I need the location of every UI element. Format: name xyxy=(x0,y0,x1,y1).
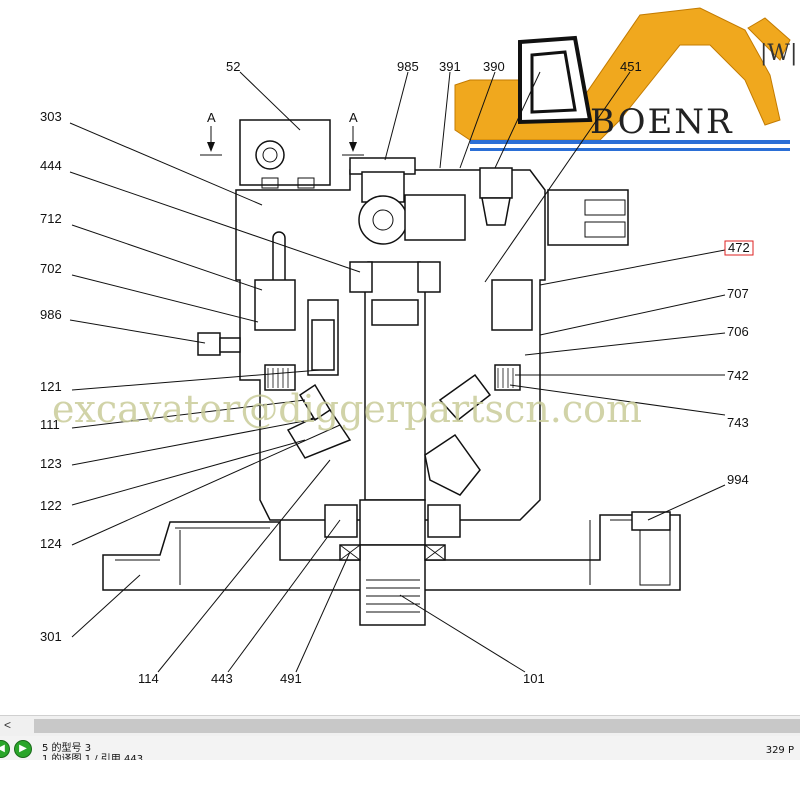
leader-lines xyxy=(69,71,726,673)
horizontal-scrollbar[interactable]: < xyxy=(0,715,800,736)
status-page-indicator: 329 P xyxy=(765,745,794,756)
callout-122: 122 xyxy=(40,498,62,513)
callout-712: 712 xyxy=(40,211,62,226)
callout-391: 391 xyxy=(439,59,461,74)
callout-491: 491 xyxy=(280,671,302,686)
exploded-parts-diagram: BOENR |W| A A xyxy=(40,7,797,686)
callout-986: 986 xyxy=(40,307,62,322)
callout-121: 121 xyxy=(40,379,62,394)
callout-114: 114 xyxy=(138,671,159,686)
callout-303: 303 xyxy=(40,109,62,124)
callout-301: 301 xyxy=(40,629,62,644)
section-marker-right: A xyxy=(342,110,364,156)
callout-101: 101 xyxy=(523,671,545,686)
callout-706: 706 xyxy=(727,324,749,339)
callout-123: 123 xyxy=(40,456,62,471)
callout-451: 451 xyxy=(620,59,642,74)
svg-text:|W|: |W| xyxy=(760,41,797,66)
callout-124: 124 xyxy=(40,536,62,551)
section-marker-left: A xyxy=(200,110,222,156)
callout-444: 444 xyxy=(40,158,62,173)
brand-logo: BOENR |W| xyxy=(454,7,797,151)
callout-472: 472 xyxy=(728,240,750,255)
callout-985: 985 xyxy=(397,59,419,74)
callout-742: 742 xyxy=(727,368,749,383)
brand-text: BOENR xyxy=(590,102,734,142)
motor-housing xyxy=(102,119,681,626)
callout-labels: 52 985 391 390 451 303 444 712 702 986 1… xyxy=(40,59,754,686)
callout-702: 702 xyxy=(40,261,62,276)
svg-text:A: A xyxy=(349,110,358,125)
callout-52: 52 xyxy=(226,59,240,74)
callout-390: 390 xyxy=(483,59,505,74)
watermark-text: excavator@diggerpartscn.com xyxy=(52,387,642,431)
status-bar: ◀ ▶ 5 的型号 3 1 的译图 1 / 引用 443 329 P xyxy=(0,736,800,760)
status-reference-text: 1 的译图 1 / 引用 443 xyxy=(42,754,144,760)
nav-back-icon[interactable]: ◀ xyxy=(0,740,10,758)
scroll-left-arrow-icon[interactable]: < xyxy=(4,718,12,732)
nav-forward-icon[interactable]: ▶ xyxy=(14,740,32,758)
callout-743: 743 xyxy=(727,415,749,430)
svg-text:A: A xyxy=(207,110,216,125)
status-model-text: 5 的型号 3 xyxy=(42,743,92,754)
scrollbar-thumb[interactable] xyxy=(34,719,800,733)
callout-111: 111 xyxy=(40,417,60,432)
callout-707: 707 xyxy=(727,286,749,301)
callout-994: 994 xyxy=(727,472,749,487)
callout-443: 443 xyxy=(211,671,233,686)
